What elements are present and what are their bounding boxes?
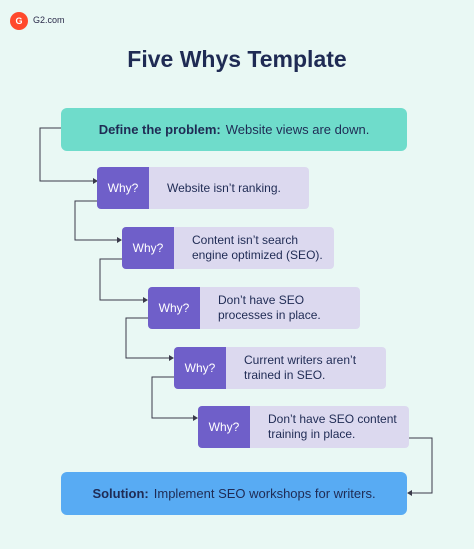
arrowhead-why1 (93, 178, 98, 184)
connector-why3-why4 (125, 317, 169, 359)
why-text: Don’t have SEO content training in place… (268, 412, 397, 441)
why-text: Don’t have SEO processes in place. (218, 293, 321, 322)
why-text: Website isn’t ranking. (167, 180, 281, 195)
connector-why1-why2 (74, 200, 117, 241)
connector-problem-why1 (39, 127, 93, 182)
connector-why2-why3 (99, 258, 143, 301)
connector-why4-why5 (151, 376, 193, 419)
why-step-3: Why? Don’t have SEO processes in place. (148, 287, 360, 329)
why-step-1: Why? Website isn’t ranking. (97, 167, 309, 209)
arrowhead-why5 (193, 415, 198, 421)
why-tag: Why? (198, 406, 250, 448)
why-text: Current writers aren’t trained in SEO. (244, 353, 357, 382)
arrowhead-why4 (169, 355, 174, 361)
arrowhead-why2 (117, 237, 122, 243)
why-tag: Why? (174, 347, 226, 389)
solution-label: Solution: (92, 486, 149, 501)
g2-logo-icon: G (10, 12, 28, 30)
why-text: Content isn’t search engine optimized (S… (192, 233, 323, 262)
problem-text: Website views are down. (225, 122, 370, 137)
solution-box: Solution: Implement SEO workshops for wr… (61, 472, 407, 515)
why-tag: Why? (148, 287, 200, 329)
arrowhead-solution (407, 490, 412, 496)
solution-text: Implement SEO workshops for writers. (153, 486, 376, 501)
brand-name: G2.com (33, 15, 65, 25)
why-tag: Why? (122, 227, 174, 269)
arrowhead-why3 (143, 297, 148, 303)
connector-why5-solution (409, 437, 433, 494)
page-title: Five Whys Template (127, 46, 347, 72)
problem-label: Define the problem: (98, 122, 221, 137)
why-step-5: Why? Don’t have SEO content training in … (198, 406, 409, 448)
problem-box: Define the problem: Website views are do… (61, 108, 407, 151)
why-step-4: Why? Current writers aren’t trained in S… (174, 347, 386, 389)
why-step-2: Why? Content isn’t search engine optimiz… (122, 227, 334, 269)
why-tag: Why? (97, 167, 149, 209)
